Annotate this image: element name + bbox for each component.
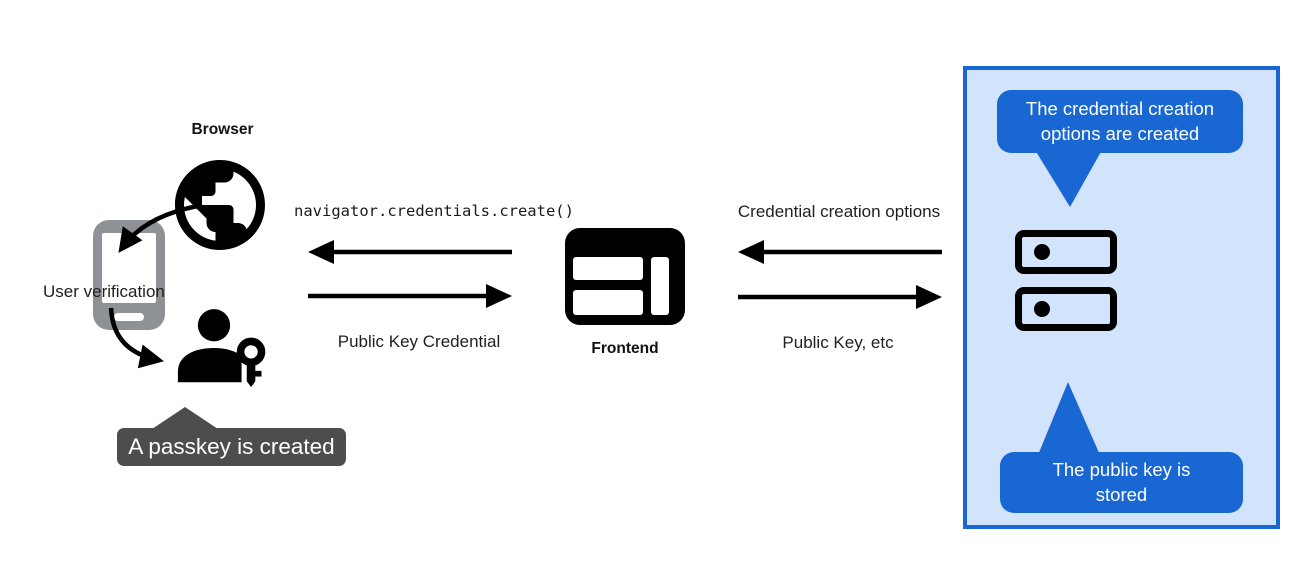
- frontend-window-pane: [573, 290, 643, 315]
- frontend-window-icon: [565, 228, 685, 325]
- public-key-credential-label: Public Key Credential: [337, 332, 501, 351]
- smartphone-icon: [93, 220, 165, 330]
- options-created-bubble: The credential creation options are crea…: [997, 90, 1243, 153]
- server-led-dot: [1034, 244, 1050, 260]
- frontend-label: Frontend: [591, 340, 659, 357]
- globe-icon: [175, 160, 265, 250]
- passkey-created-tooltip: A passkey is created: [117, 428, 346, 466]
- passkey-created-text: A passkey is created: [128, 434, 335, 459]
- server-led-dot: [1034, 301, 1050, 317]
- user-verification-label: User verification: [43, 282, 165, 301]
- smartphone-homebar: [114, 313, 144, 321]
- browser-label: Browser: [191, 121, 254, 138]
- options-created-text: The credential creation options are crea…: [1025, 97, 1215, 144]
- arrow-frontend-to-browser: [308, 240, 512, 264]
- frontend-window-pane: [651, 257, 669, 315]
- credential-creation-options-label: Credential creation options: [737, 202, 941, 221]
- public-key-stored-bubble: The public key is stored: [1000, 452, 1243, 513]
- frontend-window-pane: [573, 257, 643, 280]
- public-key-stored-text: The public key is stored: [1052, 458, 1191, 505]
- server-unit: [1015, 230, 1117, 274]
- tooltip-tail-up: [152, 407, 218, 429]
- arrow-frontend-to-backend: [738, 285, 942, 309]
- public-key-etc-label: Public Key, etc: [782, 333, 894, 352]
- passkey-person-key-icon: [177, 309, 266, 387]
- server-icon: [1015, 230, 1117, 331]
- arrow-browser-to-frontend: [308, 284, 512, 308]
- server-unit: [1015, 287, 1117, 331]
- create-call-label: navigator.credentials.create(): [294, 202, 574, 220]
- arrow-backend-to-frontend: [738, 240, 942, 264]
